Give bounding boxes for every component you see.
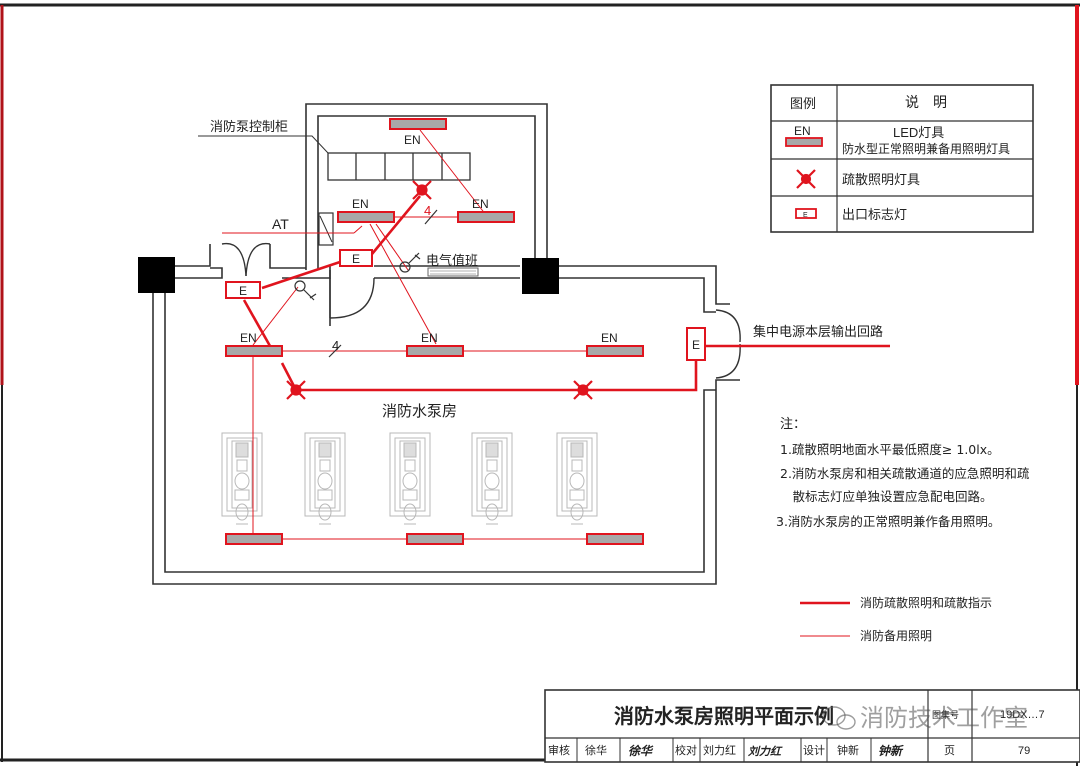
double-door xyxy=(221,242,271,277)
fixture-label: EN xyxy=(472,197,489,211)
title-block: 消防水泵房照明平面示例 图集号 19DX…7 审核 徐华 徐华 校对 刘力红 刘… xyxy=(544,689,1080,763)
design-label: 设计 xyxy=(803,744,825,757)
at-label: AT xyxy=(272,216,289,232)
exit-sign-label: E xyxy=(239,284,247,298)
right-door xyxy=(715,309,741,379)
evacuation-light xyxy=(286,380,306,400)
legend-row3: 出口标志灯 xyxy=(842,208,907,223)
notes-title: 注： xyxy=(780,417,806,432)
led-fixture: EN xyxy=(586,331,644,357)
legend-row1-line1: LED灯具 xyxy=(893,125,944,140)
column-right xyxy=(522,258,559,294)
cabinet-leader xyxy=(198,135,329,154)
wire-count-markers: 4 4 xyxy=(328,203,438,358)
exit-sign: E xyxy=(339,249,373,267)
exit-signs: E E E xyxy=(225,249,706,361)
building-walls xyxy=(152,103,740,585)
fixture-label: EN xyxy=(404,133,421,147)
control-room-door xyxy=(329,277,375,319)
legend-en-symbol: EN xyxy=(794,124,811,138)
column-left xyxy=(138,257,175,293)
evacuation-circuits xyxy=(242,195,890,392)
led-fixture xyxy=(586,533,644,545)
watermark-text: 消防技术工作室 xyxy=(860,704,1028,732)
fire-pump-control-cabinet xyxy=(327,152,471,181)
watermark: 消防技术工作室 xyxy=(822,704,1028,732)
fire-pump xyxy=(471,432,513,525)
note-2: 2.消防水泵房和相关疏散通道的应急照明和疏 xyxy=(780,466,1030,481)
reviewer: 徐华 xyxy=(585,743,607,757)
evacuation-light xyxy=(412,180,432,200)
drawing-title: 消防水泵房照明平面示例 xyxy=(614,704,834,728)
note-1: 1.疏散照明地面水平最低照度≥ 1.0lx。 xyxy=(780,442,1000,457)
led-fixtures: EN EN EN EN EN EN xyxy=(225,118,644,545)
exit-sign-icon xyxy=(795,208,817,219)
legend-table: 图例 说 明 EN LED灯具 防水型正常照明兼备用照明灯具 疏散照明灯具 E … xyxy=(770,84,1034,233)
led-fixture: EN xyxy=(225,331,283,357)
fixture-label: EN xyxy=(352,197,369,211)
checker-signature: 刘力红 xyxy=(748,745,783,758)
designer: 钟新 xyxy=(837,743,859,757)
exit-sign: E xyxy=(225,281,261,299)
exit-sign: E xyxy=(686,327,706,361)
wire-count-4b: 4 xyxy=(332,338,339,353)
atlas-no: 19DX…7 xyxy=(1000,709,1045,721)
led-fixture xyxy=(225,533,283,545)
fixture-label: EN xyxy=(601,331,618,345)
room-name: 消防水泵房 xyxy=(382,402,457,420)
evacuation-lights xyxy=(286,180,593,400)
exit-sign-label: E xyxy=(692,338,700,352)
note-2b: 散标志灯应单独设置应急配电回路。 xyxy=(780,489,993,504)
atlas-label: 图集号 xyxy=(932,709,959,721)
legend-row1-line2: 防水型正常照明兼备用照明灯具 xyxy=(842,141,1010,156)
power-circuit-label: 集中电源本层输出回路 xyxy=(753,324,883,340)
exit-sign-label: E xyxy=(352,252,360,266)
designer-signature: 钟新 xyxy=(878,744,904,758)
fire-pump xyxy=(389,432,431,525)
fire-pump xyxy=(556,432,598,525)
fixture-label: EN xyxy=(421,331,438,345)
legend-header-symbol: 图例 xyxy=(790,97,816,112)
note-3: 3.消防水泵房的正常照明兼作备用照明。 xyxy=(776,514,1000,529)
line-legend-thin: 消防备用照明 xyxy=(860,628,932,643)
fire-pump xyxy=(304,432,346,525)
cabinet-label: 消防泵控制柜 xyxy=(210,119,288,135)
checker: 刘力红 xyxy=(703,744,736,757)
page-label: 页 xyxy=(944,744,955,757)
standby-lighting-circuits xyxy=(222,129,587,540)
wire-count-4a: 4 xyxy=(424,203,431,218)
legend-row2: 疏散照明灯具 xyxy=(842,173,920,188)
legend-header-desc: 说 明 xyxy=(905,95,947,111)
review-label: 审核 xyxy=(548,743,570,757)
line-legend-thick: 消防疏散照明和疏散指示 xyxy=(860,595,992,610)
wechat-icon xyxy=(822,706,846,726)
evacuation-light xyxy=(573,380,593,400)
page-number: 79 xyxy=(1018,745,1030,757)
led-fixture-icon xyxy=(785,137,823,147)
line-legend: 消防疏散照明和疏散指示 消防备用照明 xyxy=(800,595,992,643)
reviewer-signature: 徐华 xyxy=(628,744,654,758)
led-fixture: EN xyxy=(406,331,464,357)
led-fixture xyxy=(406,533,464,545)
fire-pumps xyxy=(221,432,598,525)
duty-room-label: 电气值班 xyxy=(426,253,478,269)
evacuation-light-icon xyxy=(796,169,816,189)
check-label: 校对 xyxy=(675,743,697,757)
notes: 注： 1.疏散照明地面水平最低照度≥ 1.0lx。 2.消防水泵房和相关疏散通道… xyxy=(776,417,1030,529)
led-fixture: EN xyxy=(457,197,515,223)
led-fixture: EN xyxy=(337,197,395,223)
exit-sign-icon-label: E xyxy=(803,212,808,219)
switch-icons xyxy=(294,252,421,301)
fire-pump xyxy=(221,432,263,525)
fixture-label: EN xyxy=(240,331,257,345)
led-fixture: EN xyxy=(389,118,447,147)
